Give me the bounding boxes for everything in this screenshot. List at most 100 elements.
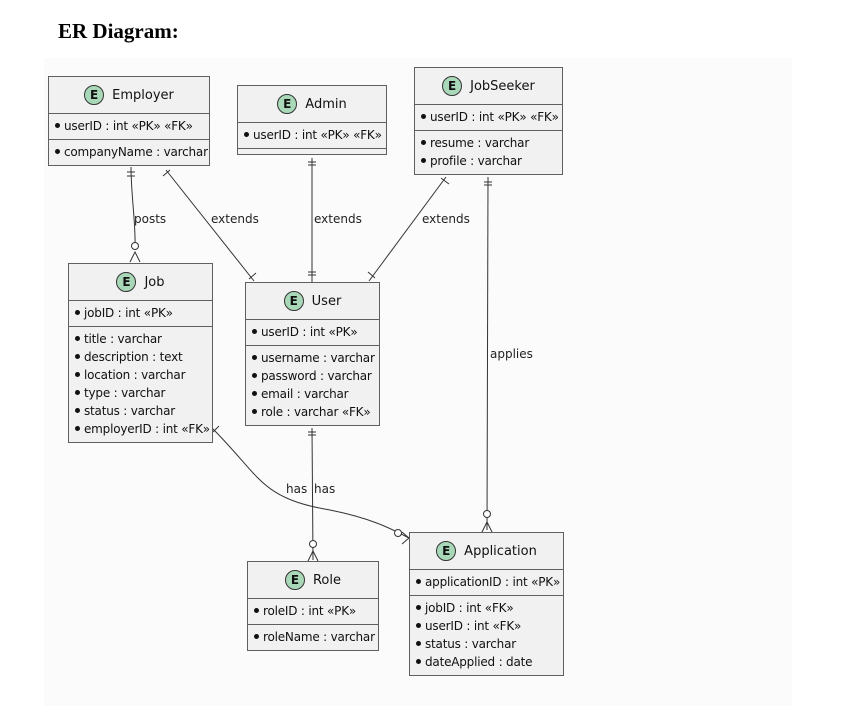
employer-extends-mark [162, 169, 171, 177]
bullet-icon [252, 373, 257, 378]
entity-name: Application [464, 543, 537, 559]
attribute: jobID : int «PK» [75, 304, 206, 322]
key-section: userID : int «PK» [246, 319, 379, 345]
key-section: roleID : int «PK» [248, 598, 378, 624]
bullet-icon [252, 329, 257, 334]
entity-job[interactable]: E Job jobID : int «PK» title : varchar d… [68, 263, 213, 443]
entity-user[interactable]: E User userID : int «PK» username : varc… [245, 282, 380, 426]
bullet-icon [254, 634, 259, 639]
admin-extends-label: extends [314, 212, 362, 226]
entity-header: E User [246, 283, 379, 319]
attribute-section: jobID : int «FK» userID : int «FK» statu… [410, 595, 563, 675]
bullet-icon [254, 608, 259, 613]
attribute: status : varchar [75, 402, 206, 420]
attribute-section: companyName : varchar [49, 139, 209, 165]
application-applies-many-mark [481, 520, 493, 533]
bullet-icon [416, 641, 421, 646]
attribute-section [238, 148, 386, 154]
jobseeker-extends-mark-2 [367, 271, 376, 279]
employer-extends-mark-2 [248, 272, 257, 280]
bullet-icon [421, 140, 426, 145]
entity-employer[interactable]: E Employer userID : int «PK» «FK» compan… [48, 76, 210, 166]
attribute: roleID : int «PK» [254, 602, 372, 620]
attribute-section: roleName : varchar [248, 624, 378, 650]
bullet-icon [75, 336, 80, 341]
attribute: resume : varchar [421, 134, 556, 152]
bullet-icon [416, 605, 421, 610]
attribute: userID : int «PK» [252, 323, 373, 341]
role-has-zero-mark [309, 540, 317, 548]
entity-admin[interactable]: E Admin userID : int «PK» «FK» [237, 85, 387, 155]
entity-header: E Job [69, 264, 212, 300]
entity-name: Role [312, 572, 341, 588]
key-section: jobID : int «PK» [69, 300, 212, 326]
bullet-icon [416, 659, 421, 664]
attribute: userID : int «PK» «FK» [55, 117, 203, 135]
attribute: companyName : varchar [55, 143, 208, 161]
attribute-section: title : varchar description : text locat… [69, 326, 212, 442]
entity-name: User [311, 293, 342, 309]
jobseeker-extends-mark [440, 177, 450, 185]
attribute: username : varchar [252, 349, 375, 367]
attribute: userID : int «PK» «FK» [244, 126, 382, 144]
entity-badge-icon: E [436, 541, 457, 561]
application-applies-zero-mark [483, 510, 491, 518]
attribute: profile : varchar [421, 152, 556, 170]
attribute: location : varchar [75, 366, 206, 384]
applies-line [486, 176, 489, 531]
entity-role[interactable]: E Role roleID : int «PK» roleName : varc… [247, 561, 379, 651]
attribute: role : varchar «FK» [252, 403, 373, 421]
entity-header: E Application [410, 533, 563, 569]
jobseeker-extends-label: extends [422, 212, 470, 226]
bullet-icon [75, 310, 80, 315]
attribute: applicationID : int «PK» [416, 573, 560, 591]
bullet-icon [75, 390, 80, 395]
bullet-icon [421, 114, 426, 119]
bullet-icon [252, 355, 257, 360]
bullet-icon [55, 149, 60, 154]
attribute: employerID : int «FK» [75, 420, 210, 438]
attribute-section: username : varchar password : varchar em… [246, 345, 379, 425]
entity-header: E Admin [238, 86, 386, 122]
key-section: userID : int «PK» «FK» [415, 104, 562, 130]
bullet-icon [244, 132, 249, 137]
job-posts-many-mark [129, 250, 141, 263]
job-posts-zero-mark [131, 242, 139, 250]
attribute: jobID : int «FK» [416, 599, 557, 617]
attribute: userID : int «FK» [416, 617, 557, 635]
entity-header: E Role [248, 562, 378, 598]
bullet-icon [55, 123, 60, 128]
entity-name: Employer [112, 87, 174, 103]
attribute: dateApplied : date [416, 653, 557, 671]
jobseeker-extends-line [368, 176, 447, 282]
employer-extends-label: extends [211, 212, 259, 226]
bullet-icon [416, 623, 421, 628]
key-section: userID : int «PK» «FK» [49, 113, 209, 139]
role-has-many-mark [307, 549, 319, 562]
job-has-label: has [286, 482, 308, 496]
entity-application[interactable]: E Application applicationID : int «PK» j… [409, 532, 564, 676]
attribute: userID : int «PK» «FK» [421, 108, 559, 126]
bullet-icon [75, 354, 80, 359]
attribute: title : varchar [75, 330, 206, 348]
entity-badge-icon: E [277, 94, 298, 114]
posts-label: posts [134, 212, 167, 226]
bullet-icon [75, 408, 80, 413]
entity-header: E Employer [49, 77, 209, 113]
entity-badge-icon: E [442, 76, 463, 96]
entity-jobseeker[interactable]: E JobSeeker userID : int «PK» «FK» resum… [414, 67, 563, 175]
entity-badge-icon: E [284, 570, 305, 590]
user-has-label: has [314, 482, 336, 496]
bullet-icon [75, 372, 80, 377]
bullet-icon [252, 409, 257, 414]
job-has-mark [212, 425, 220, 433]
entity-name: Job [144, 274, 165, 290]
entity-badge-icon: E [283, 291, 304, 311]
entity-name: JobSeeker [470, 78, 535, 94]
attribute: type : varchar [75, 384, 206, 402]
key-section: applicationID : int «PK» [410, 569, 563, 595]
posts-line [130, 166, 136, 249]
attribute: password : varchar [252, 367, 373, 385]
attribute: roleName : varchar [254, 628, 375, 646]
entity-badge-icon: E [84, 85, 105, 105]
